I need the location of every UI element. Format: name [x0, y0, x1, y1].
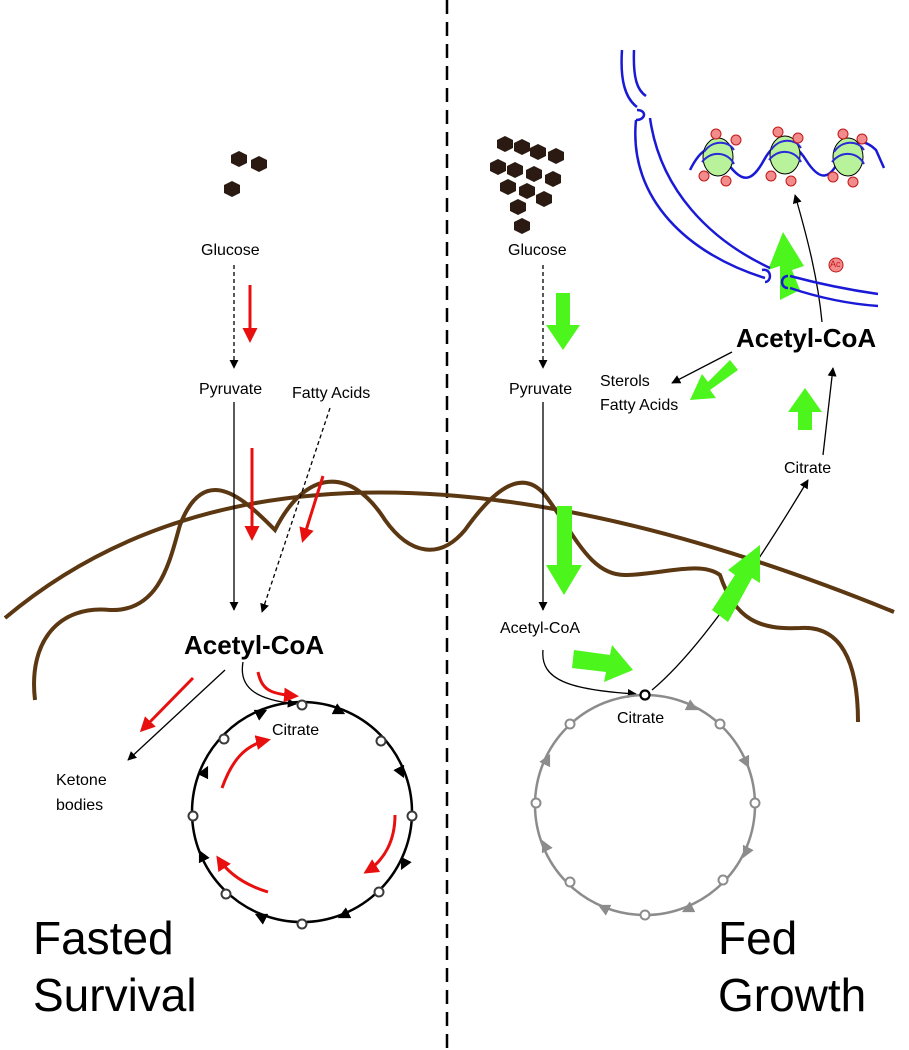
fed-tca-cycle	[530, 689, 761, 921]
fasted-pathway-arrows	[127, 265, 331, 761]
acetyl-coa-label-mito: Acetyl-CoA	[500, 620, 581, 637]
sterols-label: Sterols	[600, 373, 650, 390]
fatty-acids-label-fed: Fatty Acids	[600, 397, 679, 414]
fasted-tca-cycle	[187, 699, 418, 930]
glucose-molecules-fed	[490, 136, 564, 234]
fasted-title-line1: Fasted	[33, 912, 174, 964]
fatty-acids-label-fasted: Fatty Acids	[292, 385, 371, 402]
ketone-bodies-label-line1: Ketone	[56, 772, 107, 789]
outer-membrane	[3, 490, 895, 620]
nuclear-envelope	[620, 49, 879, 308]
citrate-label-mito: Citrate	[617, 710, 665, 727]
pyruvate-label-fed: Pyruvate	[509, 381, 573, 398]
citrate-label-fasted: Citrate	[272, 722, 320, 739]
nucleosomes	[701, 135, 865, 177]
glucose-label-fed: Glucose	[508, 242, 567, 259]
fasted-title-line2: Survival	[33, 969, 197, 1021]
glucose-molecules-fasted	[224, 151, 267, 197]
citrate-label-cyto: Citrate	[784, 460, 832, 477]
fasted-flux-arrows	[139, 285, 397, 894]
glucose-label-fasted: Glucose	[201, 242, 260, 259]
fed-title-line2: Growth	[718, 969, 867, 1021]
acetyl-coa-label-cyto: Acetyl-CoA	[736, 323, 877, 353]
acetyl-mark-label: Ac	[830, 259, 841, 269]
ketone-bodies-label-line2: bodies	[56, 797, 104, 814]
acetyl-coa-label-fasted: Acetyl-CoA	[184, 630, 325, 660]
fed-title-line1: Fed	[718, 912, 798, 964]
acetyl-marks	[698, 126, 868, 273]
pyruvate-label-fasted: Pyruvate	[199, 381, 263, 398]
fed-flux-arrows	[546, 232, 822, 682]
